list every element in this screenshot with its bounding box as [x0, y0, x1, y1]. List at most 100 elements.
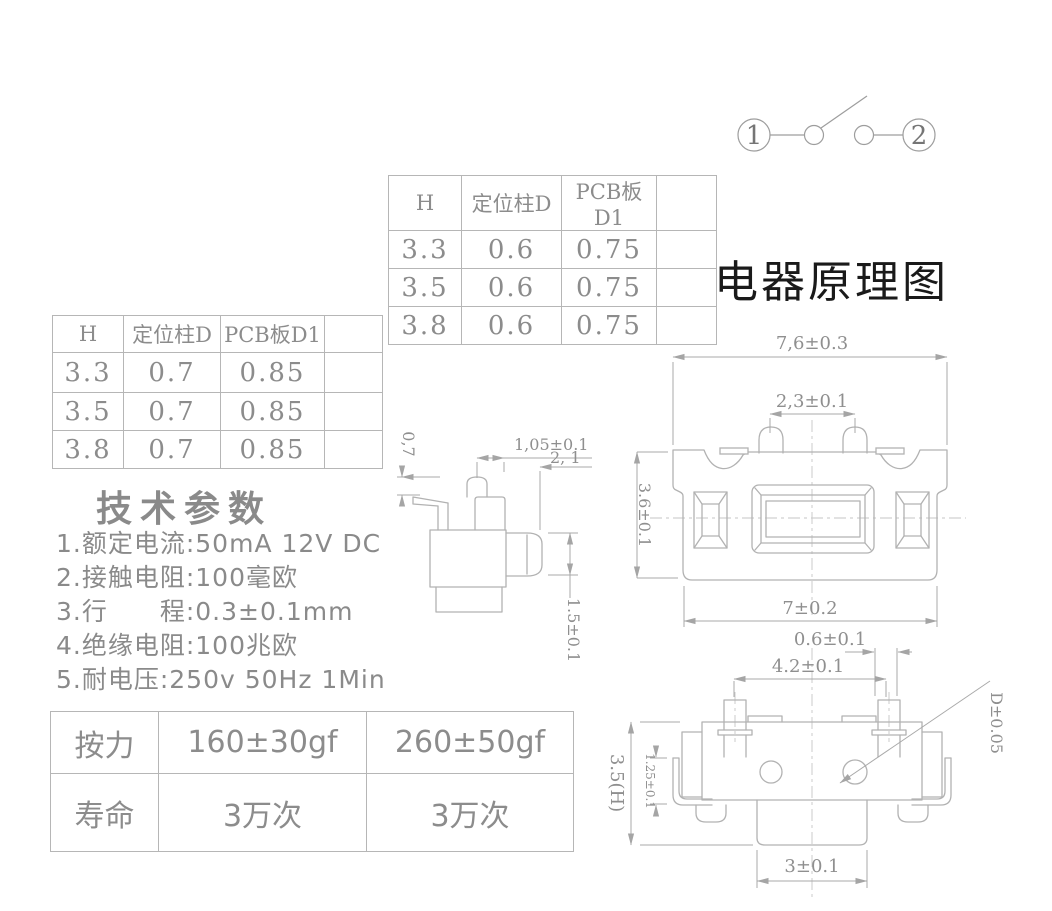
cover-tab-right	[875, 447, 905, 455]
dim-label: 1.5±0.1	[564, 598, 583, 662]
dim-label: 0.6±0.1	[794, 629, 866, 650]
table-row: H 定位柱D PCB板D1	[388, 175, 717, 231]
dim-side-button-height: 1.5±0.1	[548, 532, 583, 662]
cell: 0.6	[461, 306, 562, 345]
top-view-drawing: 7,6±0.3 2,3±0.1 3.6±0.1 7±0.2	[633, 333, 966, 627]
cell	[324, 430, 383, 469]
tech-param-item: 4.绝缘电阻:100兆欧	[56, 631, 298, 660]
page-title: 电器原理图	[714, 257, 949, 308]
hole-right	[842, 759, 868, 785]
pin2-circle	[902, 118, 936, 152]
col-header	[656, 175, 717, 231]
dim-front-hole-diameter: D±0.05	[839, 680, 1006, 784]
cell: 0.85	[220, 430, 325, 469]
cell	[324, 352, 383, 393]
dim-front-post-width: 0.6±0.1	[794, 629, 912, 696]
dim-top-body-height: 3.6±0.1	[633, 451, 678, 579]
side-panel-right	[921, 731, 943, 798]
tech-param-item: 5.耐电压:250v 50Hz 1Min	[56, 665, 386, 694]
col-header: H	[388, 175, 462, 231]
dim-front-post-pitch: 4.2±0.1	[733, 656, 887, 697]
dim-top-base-width: 7±0.2	[683, 586, 938, 627]
front-view-body	[672, 699, 952, 846]
hole-left	[759, 760, 783, 784]
col-header: H	[52, 315, 124, 353]
cell	[656, 306, 717, 345]
dim-front-stem-width: 3±0.1	[756, 850, 868, 888]
cell: 3.5	[388, 268, 462, 307]
contact-right	[853, 124, 875, 146]
dim-label: 7±0.2	[782, 598, 837, 619]
dim-side-mid-width: 2, 1	[539, 448, 592, 530]
table-row: 3.3 0.7 0.85	[52, 352, 383, 393]
row-label: 寿命	[50, 773, 159, 852]
col-header: 定位柱D	[123, 315, 221, 353]
dim-front-clip-height: 1.25±0.1	[643, 745, 667, 817]
side-view-body	[412, 476, 543, 613]
cell: 3.8	[52, 430, 124, 469]
cell: 3.3	[388, 230, 462, 269]
table-row: 3.8 0.6 0.75	[388, 306, 717, 345]
tech-param-item: 3.行 程:0.3±0.1mm	[56, 597, 354, 626]
col-header: PCB板D1	[220, 315, 325, 353]
cell: 0.75	[561, 268, 657, 307]
pin2-label: 2	[911, 121, 928, 151]
contact-left	[803, 124, 825, 146]
dim-label: 4.2±0.1	[772, 656, 844, 677]
cell: 0.7	[123, 352, 221, 393]
side-panel-left	[681, 731, 703, 798]
foot-left	[695, 804, 727, 823]
cell: 0.85	[220, 392, 325, 431]
dim-label: 7,6±0.3	[776, 333, 848, 354]
dim-label: 3.6±0.1	[635, 483, 654, 547]
spec-table-top: H 定位柱D PCB板D1 3.3 0.6 0.75 3.5 0.6 0.75 …	[388, 175, 717, 345]
tech-param-item: 1.额定电流:50mA 12V DC	[56, 529, 382, 558]
cell: 0.6	[461, 268, 562, 307]
table-row: 3.5 0.6 0.75	[388, 268, 717, 307]
dim-label: 3±0.1	[784, 856, 839, 877]
foot-right	[897, 804, 929, 823]
cell: 3.5	[52, 392, 124, 431]
cell: 3万次	[158, 773, 367, 852]
cell: 0.6	[461, 230, 562, 269]
dim-label: 3.5(H)	[606, 754, 627, 812]
cell: 3.8	[388, 306, 462, 345]
switch-arm	[820, 95, 868, 129]
centerlines	[650, 420, 966, 615]
side-recess-right	[895, 491, 930, 549]
locating-post-left	[758, 426, 784, 454]
tech-params-list: 1.额定电流:50mA 12V DC 2.接触电阻:100毫欧 3.行 程:0.…	[56, 527, 386, 697]
dim-label: D±0.05	[987, 692, 1006, 754]
row-label: 按力	[50, 711, 159, 774]
table-row: 寿命 3万次 3万次	[50, 773, 574, 852]
cell: 0.7	[123, 392, 221, 431]
col-header: 定位柱D	[461, 175, 562, 231]
dim-front-total-height: 3.5(H)	[606, 721, 753, 846]
post-bosses	[747, 715, 877, 723]
dim-top-outer-width: 7,6±0.3	[672, 333, 948, 445]
table-row: 按力 160±30gf 260±50gf	[50, 711, 574, 774]
dim-label: 2,3±0.1	[776, 391, 848, 412]
solder-clip-left	[672, 757, 713, 806]
cell: 0.7	[123, 430, 221, 469]
dim-label: 1.25±0.1	[643, 753, 657, 809]
dim-label: 0,7	[399, 431, 418, 456]
stem	[756, 799, 868, 846]
table-row: 3.8 0.7 0.85	[52, 430, 383, 469]
solder-clip-right	[911, 757, 952, 806]
side-recess-left	[693, 491, 728, 549]
mount-post-left	[717, 699, 753, 758]
table-row: 3.5 0.7 0.85	[52, 392, 383, 431]
col-header: PCB板D1	[561, 175, 657, 231]
dim-side-top-width: 1,05±0.1	[476, 435, 592, 478]
col-header	[324, 315, 383, 353]
dim-label: 2, 1	[550, 448, 581, 467]
spec-table-left: H 定位柱D PCB板D1 3.3 0.7 0.85 3.5 0.7 0.85 …	[52, 315, 383, 469]
tech-param-item: 2.接触电阻:100毫欧	[56, 563, 298, 592]
cell: 160±30gf	[158, 711, 367, 774]
table-row: H 定位柱D PCB板D1	[52, 315, 383, 353]
cell: 3.3	[52, 352, 124, 393]
dim-label: 1,05±0.1	[514, 435, 588, 454]
cell	[656, 230, 717, 269]
